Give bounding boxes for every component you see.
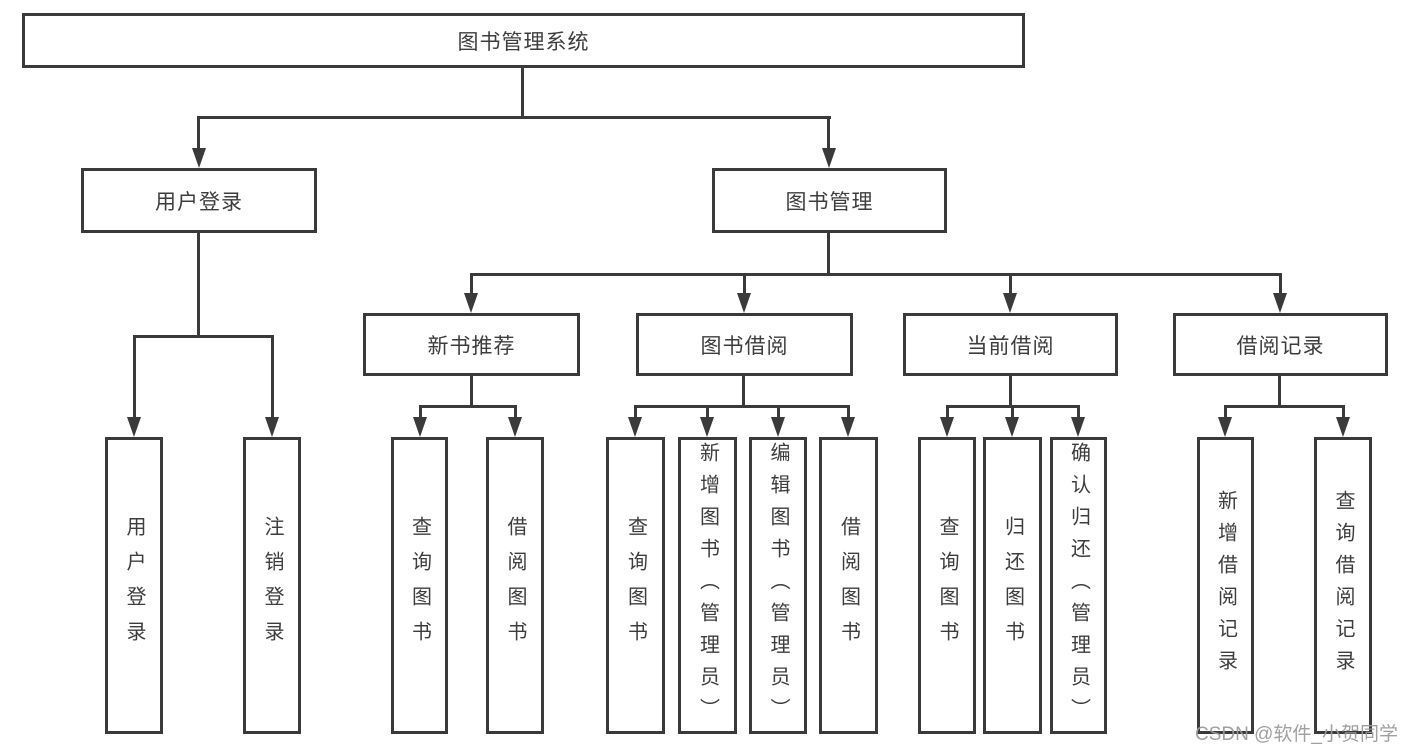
arrow-down-icon [822,148,836,168]
leaf-add-borrow-record: 新增借阅记录 [1197,437,1254,734]
connector-to-records-stem [1279,273,1282,297]
node-root: 图书管理系统 [22,13,1025,68]
node-book-management-label: 图书管理 [785,190,874,214]
leaf-query-books-recommend: 查询图书 [391,437,448,734]
leaf-query-books-current: 查询图书 [918,437,976,734]
leaf-query-borrow-record-label: 查询借阅记录 [1332,489,1354,682]
leaf-user-login-label: 用户登录 [123,515,145,656]
arrow-down-icon [737,293,751,313]
connector-userlogin-stem [197,233,200,338]
connector-userlogin-leaf2-stem [271,335,274,419]
node-new-book-recommend: 新书推荐 [363,313,580,376]
arrow-down-icon [265,417,279,437]
connector-newbook-rail [419,405,516,408]
arrow-down-icon [1005,417,1019,437]
connector-current-leaf1-stem [946,405,949,419]
node-current-borrowing: 当前借阅 [903,313,1118,376]
connector-current-stem [1009,376,1012,408]
arrow-down-icon [940,417,954,437]
connector-to-borrowing-stem [743,273,746,297]
leaf-confirm-return-admin-label: 确认归还（管理员） [1067,441,1090,730]
connector-to-newbook-stem [470,273,473,297]
leaf-add-books-admin-label: 新增图书（管理员） [696,441,719,730]
connector-current-leaf2-stem [1011,405,1014,419]
arrow-down-icon [1003,293,1017,313]
csdn-watermark: CSDN @软件_小贺同学 [1195,724,1398,745]
connector-root-to-userlogin-stem [197,116,200,150]
leaf-borrow-books-recommend: 借阅图书 [486,437,544,734]
connector-records-stem [1278,376,1281,408]
node-user-login-label: 用户登录 [155,190,243,214]
arrow-down-icon [1336,417,1350,437]
leaf-query-books-current-label: 查询图书 [936,515,958,656]
node-user-login: 用户登录 [81,168,317,233]
leaf-query-borrow-record: 查询借阅记录 [1314,437,1372,734]
arrow-down-icon [508,417,522,437]
node-borrowing-records: 借阅记录 [1173,313,1388,376]
arrow-down-icon [127,417,141,437]
node-new-book-recommend-label: 新书推荐 [427,334,516,358]
connector-borrowing-leaf1-stem [634,405,637,419]
connector-userlogin-leaf1-stem [133,335,136,419]
node-book-borrowing: 图书借阅 [636,313,853,376]
arrow-down-icon [628,417,642,437]
leaf-logout-label: 注销登录 [261,515,283,656]
leaf-return-books: 归还图书 [983,437,1042,734]
connector-records-rail [1224,405,1344,408]
connector-records-leaf1-stem [1224,405,1227,419]
leaf-edit-books-admin: 编辑图书（管理员） [749,437,807,734]
leaf-logout: 注销登录 [243,437,301,734]
connector-borrowing-rail [634,405,849,408]
leaf-return-books-label: 归还图书 [1001,515,1024,656]
connector-root-to-bookmgmt-stem [827,116,830,150]
connector-borrowing-leaf3-stem [777,405,780,419]
arrow-down-icon [771,417,785,437]
connector-borrowing-leaf4-stem [847,405,850,419]
arrow-down-icon [464,293,478,313]
node-book-borrowing-label: 图书借阅 [700,334,789,358]
connector-root-stem [521,66,524,118]
leaf-borrow-books-recommend-label: 借阅图书 [504,515,526,656]
connector-root-rail [197,116,831,119]
leaf-confirm-return-admin: 确认归还（管理员） [1050,437,1107,734]
arrow-down-icon [841,417,855,437]
connector-current-leaf3-stem [1077,405,1080,419]
leaf-add-books-admin: 新增图书（管理员） [678,437,737,734]
connector-records-leaf2-stem [1342,405,1345,419]
connector-bookmgmt-stem [827,233,830,276]
connector-to-current-stem [1009,273,1012,297]
leaf-query-books-recommend-label: 查询图书 [408,515,431,656]
connector-bookmgmt-rail [470,273,1282,276]
connector-borrowing-leaf2-stem [706,405,709,419]
connector-newbook-leaf1-stem [419,405,422,419]
node-book-management: 图书管理 [712,168,947,233]
arrow-down-icon [1218,417,1232,437]
connector-borrowing-stem [742,376,745,408]
leaf-add-borrow-record-label: 新增借阅记录 [1214,489,1237,682]
connector-newbook-leaf2-stem [514,405,517,419]
connector-newbook-stem [470,376,473,408]
leaf-query-books-borrowing: 查询图书 [606,437,665,734]
leaf-borrow-books-label: 借阅图书 [837,515,860,656]
leaf-borrow-books: 借阅图书 [819,437,878,734]
leaf-user-login: 用户登录 [105,437,163,734]
arrow-down-icon [413,417,427,437]
node-borrowing-records-label: 借阅记录 [1236,334,1325,358]
arrow-down-icon [1071,417,1085,437]
arrow-down-icon [192,148,206,168]
node-current-borrowing-label: 当前借阅 [966,334,1055,358]
leaf-query-books-borrowing-label: 查询图书 [624,515,647,656]
arrow-down-icon [700,417,714,437]
connector-userlogin-rail [133,335,274,338]
leaf-edit-books-admin-label: 编辑图书（管理员） [767,441,789,730]
node-root-label: 图书管理系统 [457,30,590,54]
arrow-down-icon [1273,293,1287,313]
